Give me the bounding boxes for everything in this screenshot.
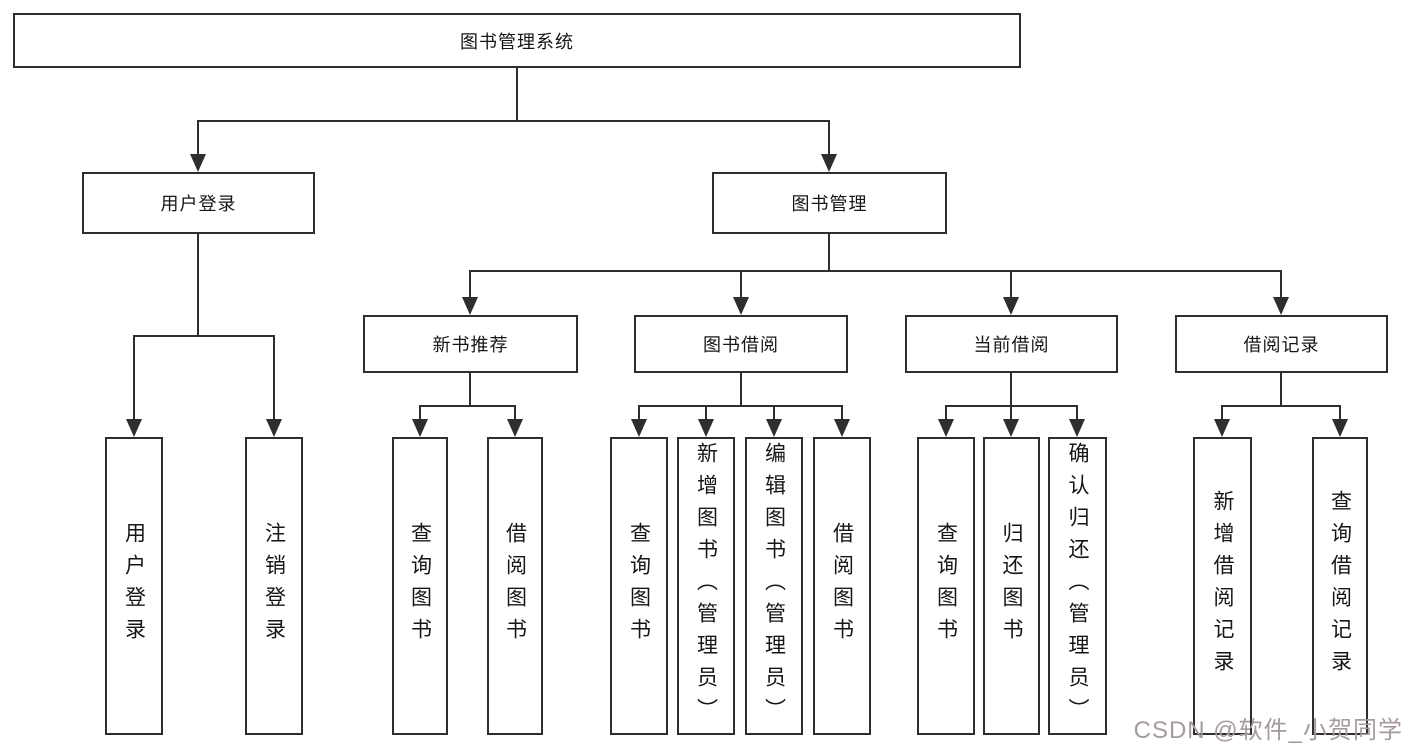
arrowhead — [631, 419, 647, 437]
node-edit-book-admin: 编辑图书（管理员） — [745, 437, 803, 735]
connector — [740, 373, 742, 407]
node-label: 查询图书 — [934, 522, 958, 650]
node-label: 借阅记录 — [1243, 335, 1320, 355]
connector — [828, 120, 830, 156]
connector — [841, 405, 843, 421]
arrowhead — [412, 419, 428, 437]
connector — [638, 405, 640, 421]
connector — [1076, 405, 1078, 421]
arrowhead — [834, 419, 850, 437]
node-label: 查询图书 — [408, 522, 432, 650]
node-label: 图书管理 — [791, 194, 868, 214]
connector — [1221, 405, 1223, 421]
arrowhead — [1069, 419, 1085, 437]
connector — [828, 234, 830, 272]
node-current-borrow: 当前借阅 — [905, 315, 1118, 373]
node-borrow-books: 借阅图书 — [813, 437, 871, 735]
node-user-login-leaf: 用户登录 — [105, 437, 163, 735]
node-label: 当前借阅 — [973, 335, 1050, 355]
connector — [638, 405, 843, 407]
connector — [514, 405, 516, 421]
node-label: 注销登录 — [262, 522, 286, 650]
connector — [945, 405, 947, 421]
node-label: 新书推荐 — [432, 335, 509, 355]
connector — [705, 405, 707, 421]
arrowhead — [938, 419, 954, 437]
arrowhead — [190, 154, 206, 172]
node-system-root: 图书管理系统 — [13, 13, 1021, 68]
connector — [1010, 270, 1012, 299]
node-label: 新增图书（管理员） — [694, 442, 718, 730]
node-add-borrow-record: 新增借阅记录 — [1193, 437, 1252, 735]
node-label: 归还图书 — [1000, 522, 1023, 650]
node-label: 确认归还（管理员） — [1066, 442, 1089, 730]
node-query-books-current: 查询图书 — [917, 437, 975, 735]
node-label: 图书借阅 — [703, 335, 779, 355]
connector — [197, 120, 199, 156]
arrowhead — [1214, 419, 1230, 437]
node-label: 图书管理系统 — [460, 31, 574, 52]
arrowhead — [462, 297, 478, 315]
connector — [1010, 405, 1012, 421]
arrowhead — [126, 419, 142, 437]
arrowhead — [733, 297, 749, 315]
connector — [773, 405, 775, 421]
connector — [1280, 270, 1282, 299]
node-confirm-return-admin: 确认归还（管理员） — [1048, 437, 1107, 735]
connector — [133, 335, 135, 421]
node-label: 查询借阅记录 — [1328, 490, 1352, 682]
node-query-books-recommend: 查询图书 — [392, 437, 448, 735]
node-label: 用户登录 — [160, 194, 237, 214]
connector — [1010, 373, 1012, 407]
connector — [197, 120, 830, 122]
connector — [197, 234, 199, 337]
connector — [1221, 405, 1341, 407]
arrowhead — [1003, 297, 1019, 315]
connector — [133, 335, 275, 337]
node-user-login-branch: 用户登录 — [82, 172, 315, 234]
connector — [516, 68, 518, 122]
node-label: 编辑图书（管理员） — [762, 442, 786, 730]
node-borrow-books-recommend: 借阅图书 — [487, 437, 543, 735]
arrowhead — [766, 419, 782, 437]
node-borrow-records: 借阅记录 — [1175, 315, 1388, 373]
node-book-management-branch: 图书管理 — [712, 172, 947, 234]
node-book-borrow: 图书借阅 — [634, 315, 848, 373]
csdn-watermark: CSDN @软件_小贺同学 — [1133, 717, 1403, 744]
connector — [419, 405, 516, 407]
connector — [469, 270, 471, 299]
arrowhead — [821, 154, 837, 172]
node-add-book-admin: 新增图书（管理员） — [677, 437, 735, 735]
node-label: 新增借阅记录 — [1211, 490, 1234, 682]
node-label: 借阅图书 — [503, 522, 527, 650]
node-query-books-borrow: 查询图书 — [610, 437, 668, 735]
node-label: 查询图书 — [627, 522, 651, 650]
connector — [273, 335, 275, 421]
arrowhead — [266, 419, 282, 437]
node-logout: 注销登录 — [245, 437, 303, 735]
connector — [1280, 373, 1282, 407]
arrowhead — [507, 419, 523, 437]
connector — [419, 405, 421, 421]
node-return-book: 归还图书 — [983, 437, 1040, 735]
connector — [469, 270, 1281, 272]
node-label: 借阅图书 — [830, 522, 854, 650]
arrowhead — [1332, 419, 1348, 437]
node-new-book-recommend: 新书推荐 — [363, 315, 578, 373]
node-label: 用户登录 — [122, 522, 146, 650]
arrowhead — [698, 419, 714, 437]
node-query-borrow-record: 查询借阅记录 — [1312, 437, 1368, 735]
connector — [740, 270, 742, 299]
arrowhead — [1273, 297, 1289, 315]
arrowhead — [1003, 419, 1019, 437]
connector — [1339, 405, 1341, 421]
connector — [469, 373, 471, 407]
